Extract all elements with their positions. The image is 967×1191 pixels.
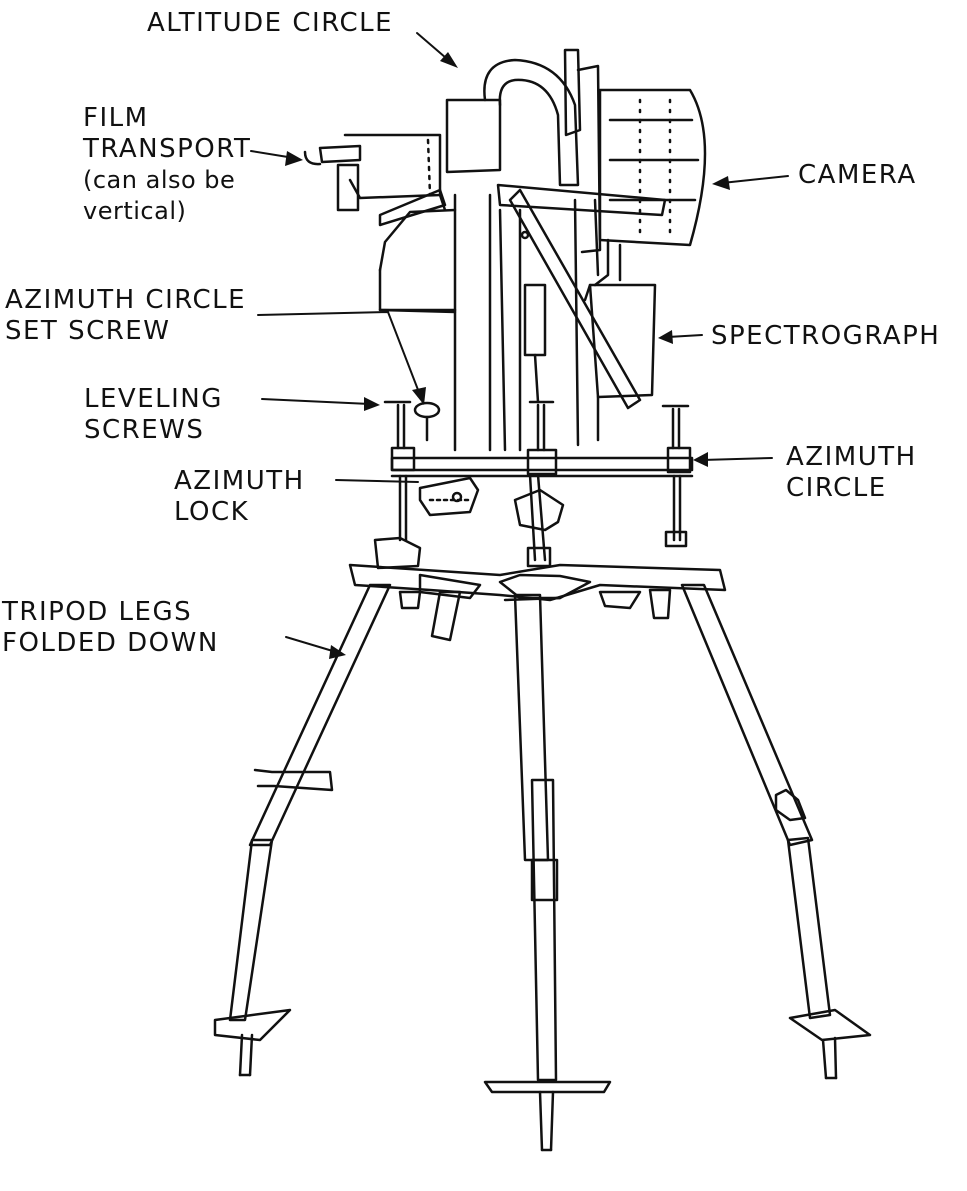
label-film-transport: FILM TRANSPORT (can also be vertical) <box>83 103 252 225</box>
label-altitude-circle: ALTITUDE CIRCLE <box>147 8 394 38</box>
arrow-tripod-legs <box>285 636 346 659</box>
callout-arrows <box>250 32 789 659</box>
tripod-leg-center <box>483 593 612 1152</box>
center-pivot <box>513 473 565 568</box>
tripod-leg-right <box>680 583 872 1080</box>
tripod-legs <box>213 583 872 1152</box>
tripod-leg-left <box>213 583 392 1077</box>
arrow-film-transport <box>250 150 303 166</box>
arrow-altitude-circle <box>416 32 458 68</box>
film-transport <box>303 133 447 227</box>
instrument-frame <box>378 183 667 452</box>
azimuth-circle-set-screw <box>413 401 441 442</box>
leveling-screw-right <box>661 404 690 548</box>
label-tripod-legs: TRIPOD LEGS FOLDED DOWN <box>2 597 219 658</box>
label-leveling-screws: LEVELING SCREWS <box>84 384 223 445</box>
label-azimuth-circle: AZIMUTH CIRCLE <box>786 442 917 503</box>
arrow-spectrograph <box>658 330 703 344</box>
azimuth-lock <box>418 476 480 517</box>
arrow-azimuth-circle <box>693 452 773 467</box>
label-azimuth-circle-set-screw: AZIMUTH CIRCLE SET SCREW <box>5 285 247 346</box>
leveling-screw-left <box>383 400 412 542</box>
arrow-azimuth-circle-set-screw <box>257 311 426 405</box>
azimuth-circle-plate <box>390 446 694 478</box>
camera <box>563 48 707 254</box>
altitude-circle <box>445 58 580 187</box>
arrow-azimuth-lock <box>335 479 419 483</box>
arrow-leveling-screws <box>261 397 380 411</box>
spectrograph <box>523 283 657 442</box>
label-azimuth-lock: AZIMUTH LOCK <box>174 466 305 527</box>
leveling-screws <box>383 400 690 548</box>
label-spectrograph: SPECTROGRAPH <box>711 321 941 351</box>
label-camera: CAMERA <box>798 160 917 190</box>
arrow-camera <box>712 175 789 190</box>
leveling-screw-center <box>528 400 555 452</box>
tripod-head <box>348 536 727 642</box>
